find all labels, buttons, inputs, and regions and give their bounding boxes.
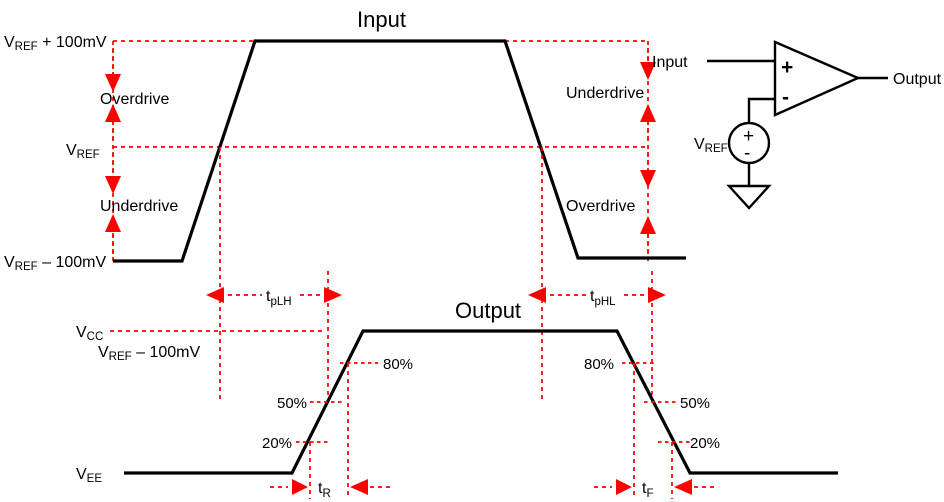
vcc-note-rest: – 100mV	[132, 344, 201, 361]
input-mid-level-label: VREF	[66, 142, 100, 161]
opamp-triangle	[773, 40, 861, 117]
vcc-sub: CC	[87, 331, 104, 343]
tplh-base: t	[266, 288, 271, 305]
tr-arrowhead-right-inner	[292, 479, 308, 495]
overdrive-left-arrowhead-up	[105, 104, 121, 122]
vcc-note-sub: REF	[109, 351, 132, 363]
rise-50-marker: 50%	[277, 395, 344, 412]
underdrive-right-arrowhead-down	[640, 62, 656, 80]
fall-50-label: 50%	[680, 395, 710, 412]
opamp-plus-symbol: +	[781, 56, 793, 79]
tplh-label: tpLH	[266, 288, 292, 308]
vref-high-base: V	[4, 34, 15, 51]
input-waveform-trace	[113, 39, 686, 263]
tphl-label: tpHL	[590, 288, 616, 308]
overdrive-right-arrowhead-down	[640, 170, 656, 188]
svg-text:VREF: VREF	[66, 142, 100, 161]
overdrive-right-measure: Overdrive	[566, 152, 656, 254]
vee-sub: EE	[87, 473, 103, 485]
rise-80-marker: 80%	[340, 356, 413, 499]
overdrive-left-arrowhead-down	[105, 74, 121, 92]
tplh-arrowhead-right	[324, 287, 342, 303]
tr-sub: R	[322, 488, 330, 500]
tr-label: tR	[318, 480, 331, 500]
fall-20-label: 20%	[690, 435, 720, 452]
vref-high-sub: REF	[15, 41, 38, 53]
underdrive-right-measure: Underdrive	[566, 48, 656, 140]
circuit-inverting-wire	[747, 97, 775, 123]
overdrive-right-label: Overdrive	[566, 198, 635, 215]
svg-text:VREF + 100mV: VREF + 100mV	[4, 34, 107, 53]
output-title: Output	[455, 298, 521, 323]
circuit-output-label: Output	[893, 71, 942, 88]
rise-20-label: 20%	[262, 435, 292, 452]
vcc-level-label: VCC	[76, 324, 103, 343]
ground-icon	[726, 184, 772, 210]
tf-label: tF	[642, 480, 653, 500]
vcc-note-label: VREF – 100mV	[98, 344, 200, 363]
vcc-note-base: V	[98, 344, 109, 361]
input-low-level-label: VREF – 100mV	[4, 254, 106, 273]
vref-high-rest: + 100mV	[38, 34, 107, 51]
vref-mid-sub: REF	[77, 149, 100, 161]
tphl-arrowhead-left	[528, 287, 546, 303]
tf-arrowhead-left-inner	[674, 479, 692, 495]
vref-mid-base: V	[66, 142, 77, 159]
rise-20-marker: 20%	[262, 435, 330, 499]
tr-arrowhead-left-inner	[350, 479, 368, 495]
tf-base: t	[642, 480, 647, 497]
underdrive-left-measure: Underdrive	[100, 152, 178, 254]
underdrive-right-label: Underdrive	[566, 85, 644, 102]
rise-50-label: 50%	[277, 395, 307, 412]
tf-sub: F	[646, 488, 653, 500]
tphl-base: t	[590, 288, 595, 305]
tphl-measure: tpHL	[528, 287, 666, 308]
circuit-vref-sub: REF	[705, 143, 728, 155]
tf-arrowhead-right-inner	[616, 479, 632, 495]
overdrive-right-arrowhead-up	[640, 216, 656, 234]
vee-level-label: VEE	[76, 466, 102, 485]
comparator-circuit: Input + - Output + - VREF	[652, 40, 942, 210]
vref-low-sub: REF	[15, 261, 38, 273]
circuit-vref-label: VREF	[694, 136, 728, 155]
tplh-measure: tpLH	[206, 287, 342, 308]
svg-text:VREF – 100mV: VREF – 100mV	[4, 254, 106, 273]
svg-text:VCC: VCC	[76, 324, 103, 343]
rise-80-label: 80%	[383, 356, 413, 373]
underdrive-left-arrowhead-down	[105, 176, 121, 194]
overdrive-left-label: Overdrive	[100, 91, 169, 108]
tphl-sub: pHL	[594, 296, 616, 308]
svg-text:VREF – 100mV: VREF – 100mV	[98, 344, 200, 363]
vref-source-plus: +	[743, 126, 754, 147]
circuit-input-label: Input	[652, 54, 688, 71]
svg-text:VEE: VEE	[76, 466, 102, 485]
output-waveform-trace	[124, 329, 838, 475]
vref-source-minus: -	[744, 143, 750, 164]
vref-low-rest: – 100mV	[38, 254, 107, 271]
tphl-arrowhead-right	[648, 287, 666, 303]
tf-measure: tF	[594, 479, 714, 500]
tr-base: t	[318, 480, 323, 497]
fall-80-label: 80%	[584, 356, 614, 373]
tr-measure: tR	[270, 479, 390, 500]
fall-20-marker: 20%	[658, 435, 720, 499]
overdrive-left-measure: Overdrive	[100, 48, 169, 140]
vcc-base: V	[76, 324, 87, 341]
circuit-vref-base: V	[694, 136, 705, 153]
vee-base: V	[76, 466, 87, 483]
input-high-level-label: VREF + 100mV	[4, 34, 107, 53]
opamp-minus-symbol: -	[782, 86, 789, 109]
vref-low-base: V	[4, 254, 15, 271]
input-title: Input	[357, 7, 406, 32]
underdrive-right-arrowhead-up	[640, 104, 656, 122]
fall-50-marker: 50%	[644, 395, 710, 412]
underdrive-left-arrowhead-up	[105, 214, 121, 232]
fall-80-marker: 80%	[584, 356, 656, 499]
tplh-sub: pLH	[270, 296, 291, 308]
underdrive-left-label: Underdrive	[100, 198, 178, 215]
tplh-arrowhead-left	[206, 287, 224, 303]
